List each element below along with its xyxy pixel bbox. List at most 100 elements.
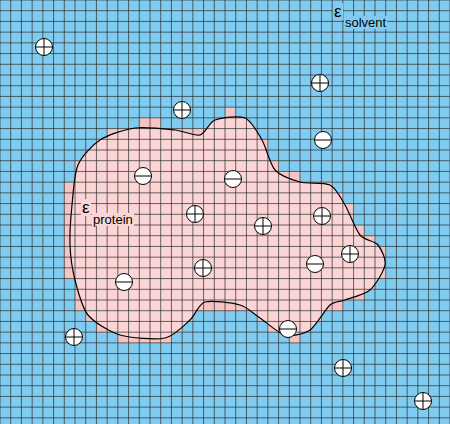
charge-bar bbox=[74, 329, 75, 346]
grid-line bbox=[246, 0, 247, 424]
grid-line bbox=[107, 0, 108, 424]
grid-line bbox=[0, 267, 450, 268]
grid-line bbox=[75, 0, 76, 424]
grid-line bbox=[21, 0, 22, 424]
charge-bar bbox=[116, 282, 133, 283]
grid-line bbox=[300, 0, 301, 424]
charge-bar bbox=[135, 176, 152, 177]
grid-line bbox=[332, 0, 333, 424]
charge-bar bbox=[203, 260, 204, 277]
grid-line bbox=[278, 0, 279, 424]
charge-bar bbox=[263, 218, 264, 235]
grid-line bbox=[0, 42, 450, 43]
grid-line bbox=[0, 214, 450, 215]
negative-charge bbox=[315, 132, 332, 149]
charge-circle bbox=[187, 206, 204, 223]
grid-line bbox=[289, 0, 290, 424]
charge-circle bbox=[307, 256, 324, 273]
grid-line bbox=[225, 0, 226, 424]
charge-circle bbox=[415, 393, 432, 410]
grid-line bbox=[0, 32, 450, 33]
grid-line bbox=[375, 0, 376, 424]
negative-charge bbox=[116, 274, 133, 291]
permittivity-symbol: ε bbox=[81, 199, 91, 216]
grid-line bbox=[139, 0, 140, 424]
positive-charge bbox=[314, 208, 331, 225]
charge-bar bbox=[320, 75, 321, 92]
charge-bar bbox=[182, 102, 183, 119]
charge-circle bbox=[342, 246, 359, 263]
positive-charge bbox=[174, 102, 191, 119]
grid-cell bbox=[150, 118, 161, 129]
grid-line bbox=[0, 407, 450, 408]
grid-line bbox=[0, 107, 450, 108]
grid-line bbox=[42, 0, 43, 424]
charge-bar bbox=[322, 208, 323, 225]
grid-line bbox=[0, 128, 450, 129]
negative-charge bbox=[307, 256, 324, 273]
grid-line bbox=[0, 85, 450, 86]
charges bbox=[36, 39, 432, 410]
charge-bar bbox=[423, 393, 424, 410]
positive-charge bbox=[415, 393, 432, 410]
grid-line bbox=[0, 10, 450, 11]
charge-circle bbox=[225, 171, 242, 188]
grid-line bbox=[385, 0, 386, 424]
positive-charge bbox=[36, 39, 53, 56]
grid-line bbox=[0, 53, 450, 54]
negative-charge bbox=[135, 168, 152, 185]
grid-line bbox=[0, 257, 450, 258]
charge-bar bbox=[307, 264, 324, 265]
charge-bar bbox=[350, 246, 351, 263]
grid-line bbox=[0, 278, 450, 279]
positive-charge bbox=[187, 206, 204, 223]
grid-line bbox=[160, 0, 161, 424]
charge-circle bbox=[195, 260, 212, 277]
grid-line bbox=[0, 417, 450, 418]
grid-line bbox=[0, 364, 450, 365]
grid-line bbox=[214, 0, 215, 424]
grid-line bbox=[0, 246, 450, 247]
grid-line bbox=[428, 0, 429, 424]
grid-line bbox=[0, 289, 450, 290]
charge-circle bbox=[66, 329, 83, 346]
grid-line bbox=[64, 0, 65, 424]
grid-line bbox=[0, 235, 450, 236]
grid-line bbox=[0, 0, 1, 424]
charge-bar bbox=[315, 140, 332, 141]
grid-line bbox=[0, 203, 450, 204]
permittivity-symbol: ε bbox=[333, 3, 343, 20]
grid-line bbox=[32, 0, 33, 424]
positive-charge bbox=[255, 218, 272, 235]
grid-line bbox=[182, 0, 183, 424]
grid-line bbox=[310, 0, 311, 424]
negative-charge bbox=[225, 171, 242, 188]
positive-charge bbox=[312, 75, 329, 92]
charge-bar bbox=[280, 329, 297, 330]
grid-line bbox=[0, 96, 450, 97]
charge-circle bbox=[280, 321, 297, 338]
grid-line bbox=[0, 385, 450, 386]
charge-bar bbox=[195, 206, 196, 223]
protein-surface bbox=[70, 117, 385, 339]
charge-circle bbox=[174, 102, 191, 119]
charge-circle bbox=[135, 168, 152, 185]
grid-line bbox=[0, 0, 450, 1]
region-subscript: solvent bbox=[344, 16, 387, 29]
grid-line bbox=[0, 171, 450, 172]
grid-line bbox=[128, 0, 129, 424]
grid-line bbox=[0, 321, 450, 322]
grid-line bbox=[439, 0, 440, 424]
negative-charge bbox=[280, 321, 297, 338]
grid-line bbox=[0, 225, 450, 226]
grid-line bbox=[257, 0, 258, 424]
grid-line bbox=[171, 0, 172, 424]
grid-line bbox=[342, 0, 343, 424]
grid-line bbox=[353, 0, 354, 424]
grid-line bbox=[0, 396, 450, 397]
grid-line bbox=[0, 150, 450, 151]
charge-circle bbox=[312, 75, 329, 92]
charge-bar bbox=[225, 179, 242, 180]
charge-circle bbox=[255, 218, 272, 235]
